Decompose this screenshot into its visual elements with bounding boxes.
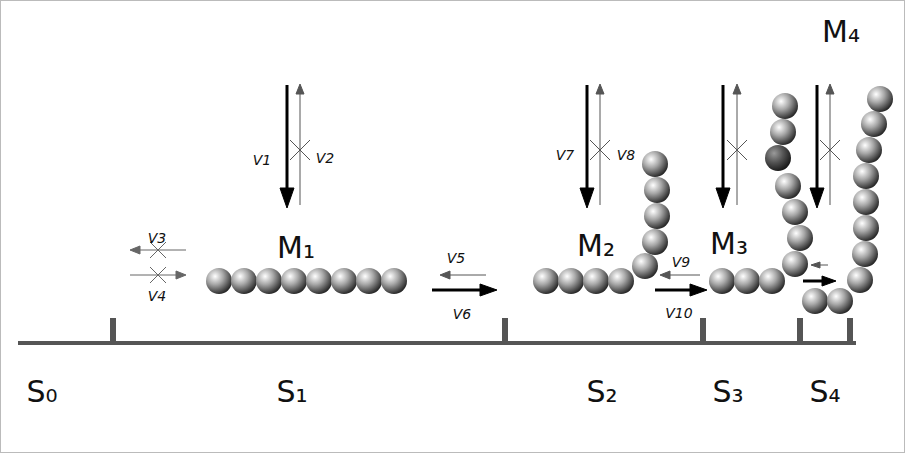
rate-label: V5 <box>447 251 465 265</box>
state-label: S₄ <box>809 377 840 407</box>
species-label: M₄ <box>822 17 860 47</box>
species-label: M₂ <box>577 231 615 261</box>
state-label: S₁ <box>276 377 307 407</box>
state-label: S₂ <box>586 377 617 407</box>
rate-label: V4 <box>148 289 166 303</box>
rate-label: V7 <box>556 148 574 162</box>
rate-label: V8 <box>617 148 635 162</box>
rate-label: V6 <box>453 307 471 321</box>
rate-label: V2 <box>316 151 334 165</box>
rate-label: V3 <box>148 231 166 245</box>
state-label: S₀ <box>26 377 57 407</box>
species-label: M₁ <box>277 233 315 263</box>
rate-label: V10 <box>665 306 692 320</box>
species-label: M₃ <box>710 229 748 259</box>
rate-label: V1 <box>253 153 271 167</box>
state-label: S₃ <box>712 377 743 407</box>
rate-label: V9 <box>672 255 690 269</box>
